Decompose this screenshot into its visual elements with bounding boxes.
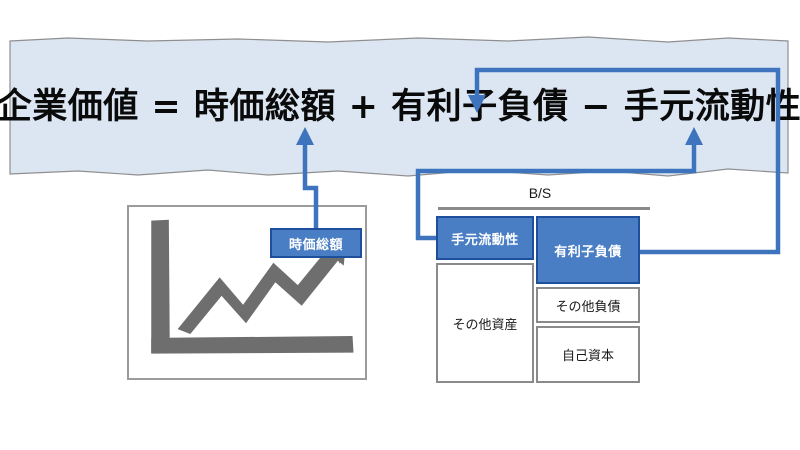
market-cap-connector (302, 140, 319, 228)
balance-sheet-title: B/S (528, 185, 552, 201)
market-cap-arrowhead (296, 127, 314, 145)
balance-sheet-group: B/S (430, 185, 650, 385)
bs-other-assets-label: その他資産 (452, 316, 518, 332)
market-cap-tag-label: 時価総額 (288, 237, 343, 253)
bs-cash-liquidity[interactable]: 手元流動性 (436, 216, 534, 260)
bs-interest-bearing-debt-label: 有利子負債 (554, 244, 622, 260)
bs-interest-bearing-debt[interactable]: 有利子負債 (536, 216, 640, 284)
balance-sheet-divider (438, 207, 650, 210)
debt-arrowhead (468, 95, 486, 113)
debt-connector (474, 67, 781, 255)
bs-other-assets[interactable]: その他資産 (436, 263, 534, 383)
bs-equity-label: 自己資本 (561, 348, 614, 363)
bs-cash-liquidity-label: 手元流動性 (451, 232, 519, 248)
bs-equity[interactable]: 自己資本 (536, 326, 640, 383)
cash-connector (415, 140, 697, 241)
bs-other-liabilities[interactable]: その他負債 (536, 287, 640, 323)
bs-other-liabilities-label: その他負債 (555, 298, 621, 314)
cash-arrowhead (685, 127, 703, 145)
market-cap-tag[interactable]: 時価総額 (270, 228, 362, 258)
